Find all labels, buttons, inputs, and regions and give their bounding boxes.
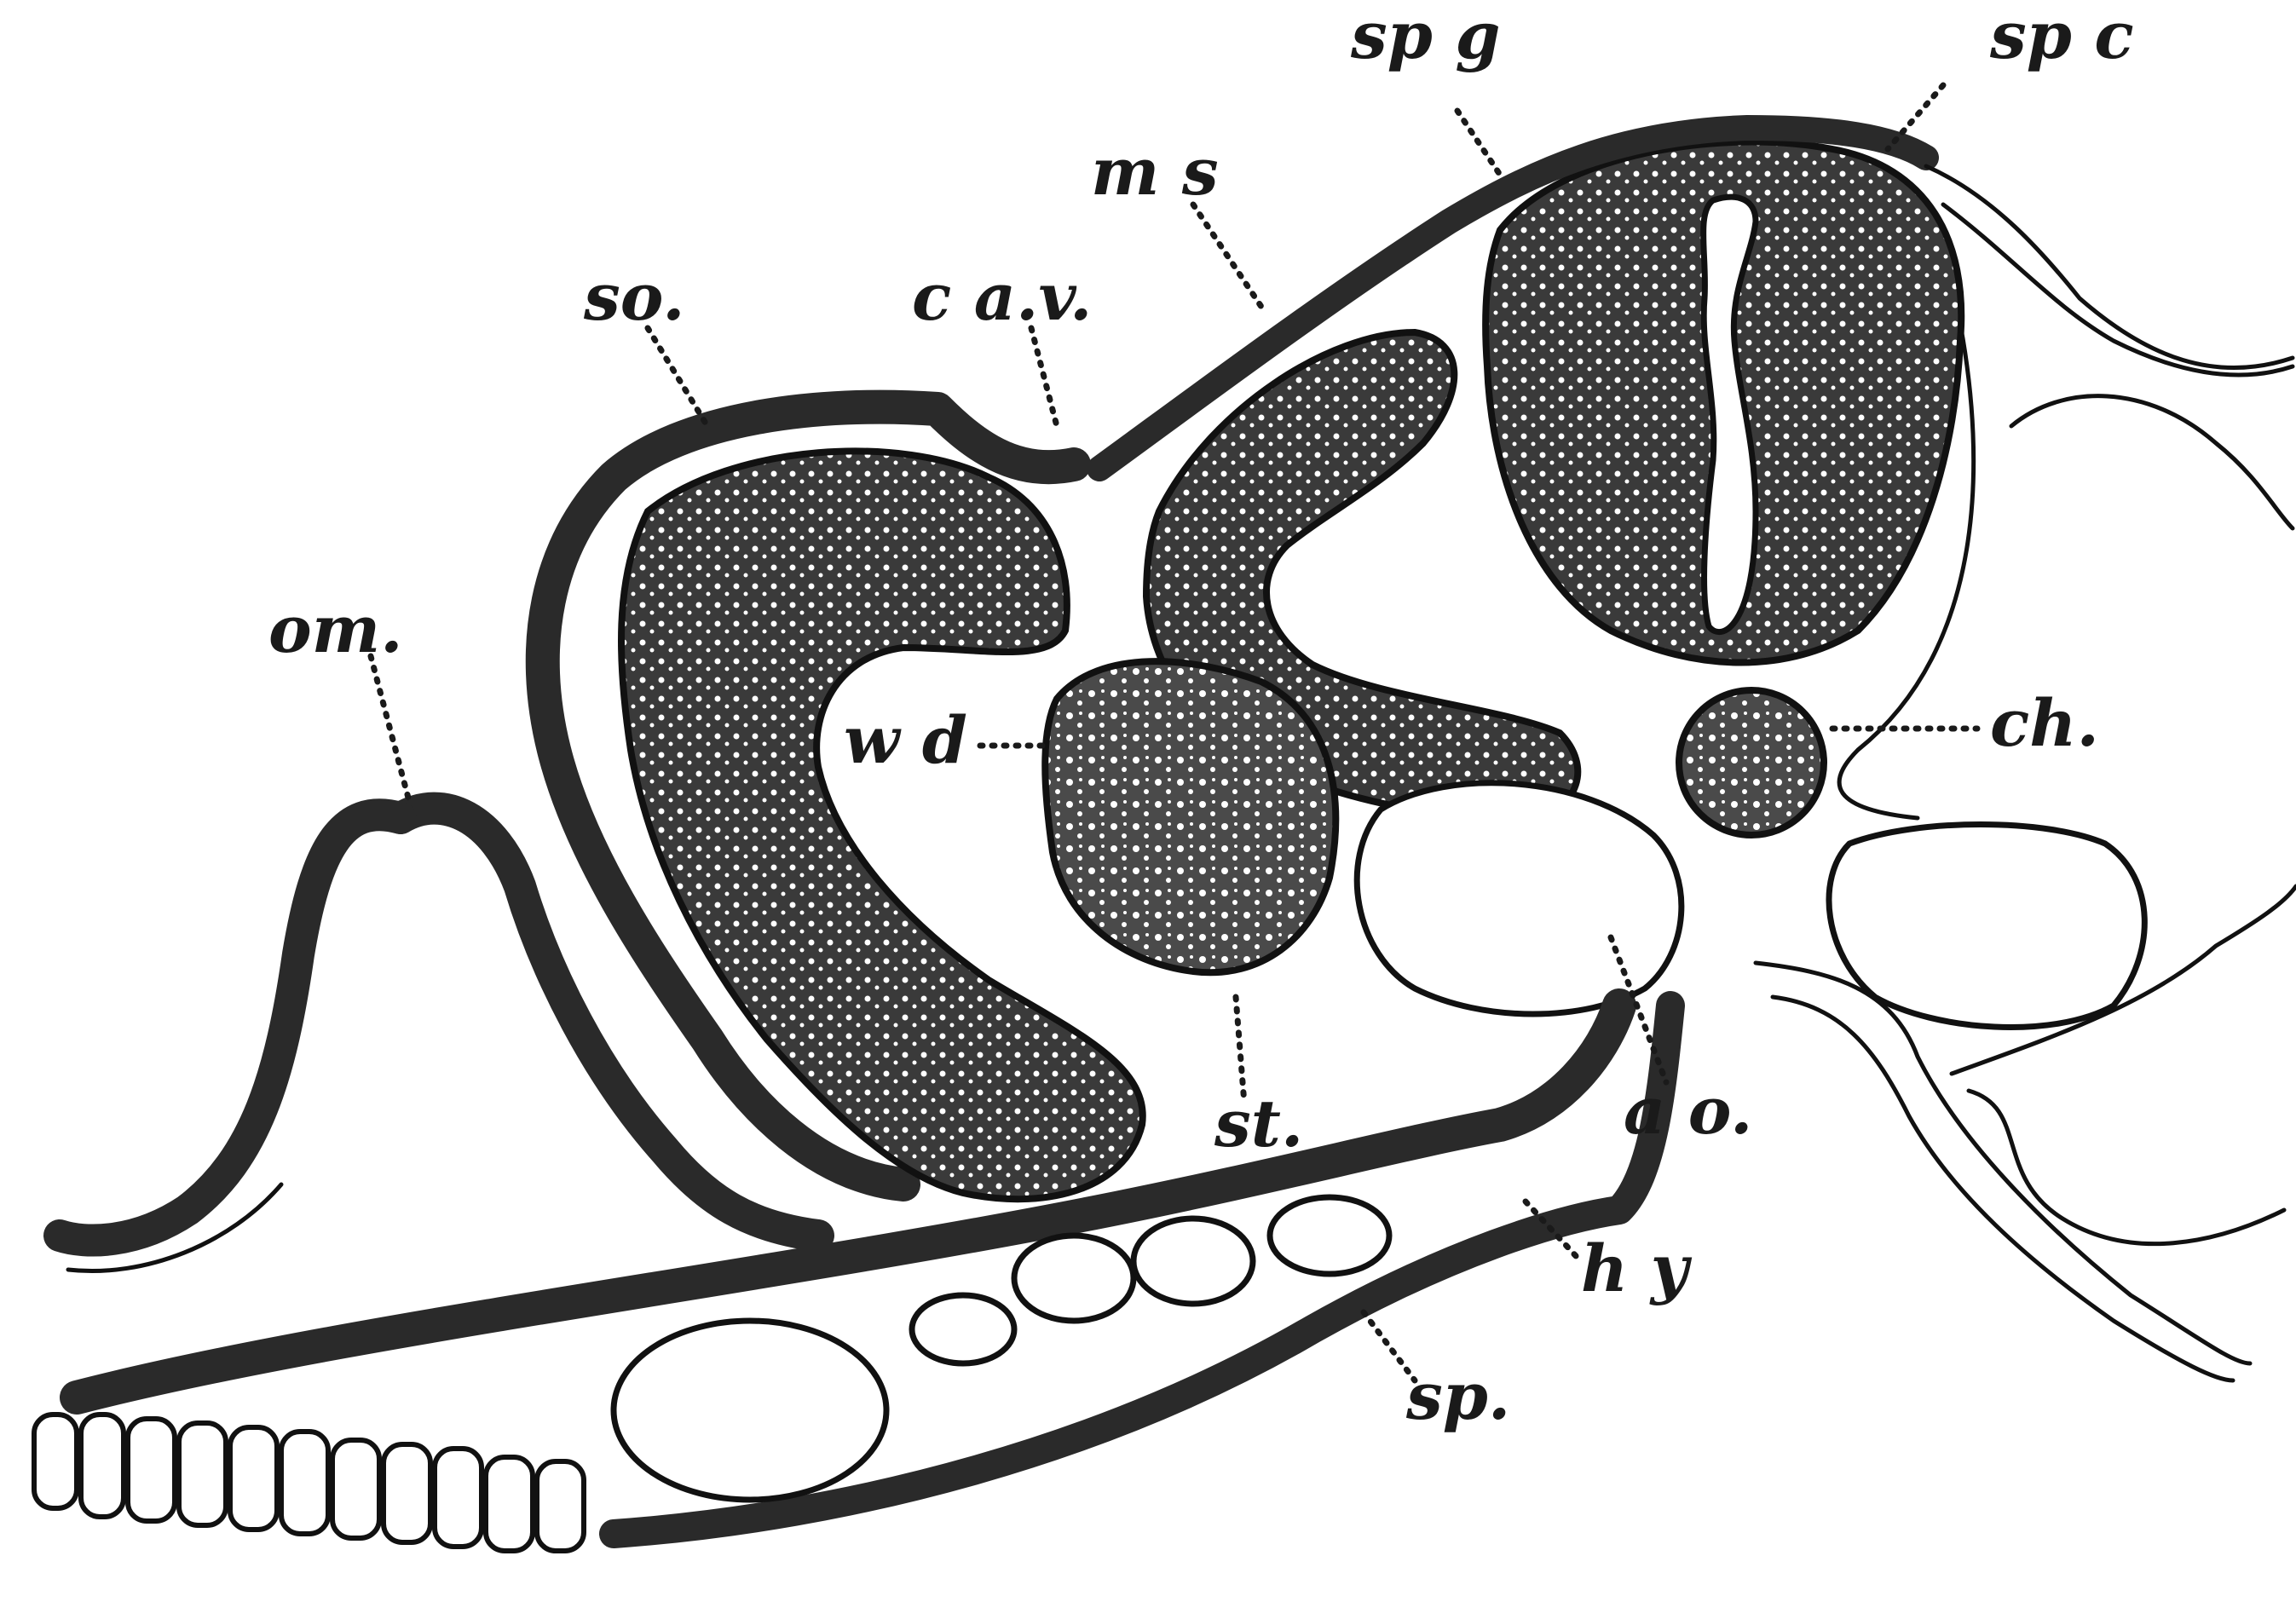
aorta	[1357, 783, 1682, 1014]
label-st: st.	[1214, 1086, 1303, 1161]
label-ch: ch.	[1990, 685, 2099, 761]
vessel-right	[1829, 825, 2144, 1028]
label-spc: sp c	[1989, 0, 2134, 73]
label-spg: sp g	[1350, 0, 1501, 73]
notochord	[1679, 690, 1824, 835]
leader-so	[648, 328, 707, 426]
wolffian-duct	[1045, 661, 1335, 972]
label-ms: m s	[1091, 134, 1219, 210]
leader-om	[371, 656, 409, 801]
leader-cav	[1031, 328, 1057, 426]
label-wd: w d	[844, 702, 967, 778]
label-cav: c a.v.	[912, 259, 1092, 335]
leader-ms	[1193, 205, 1261, 307]
spinal-cord	[1485, 142, 1961, 663]
leader-spg	[1457, 111, 1500, 175]
label-so: so.	[583, 259, 685, 335]
label-ao: a o.	[1624, 1073, 1753, 1149]
yolk-cells	[34, 1415, 584, 1551]
label-om: om.	[268, 591, 403, 667]
label-sp: sp.	[1405, 1358, 1510, 1434]
label-hy: h y	[1581, 1230, 1693, 1306]
